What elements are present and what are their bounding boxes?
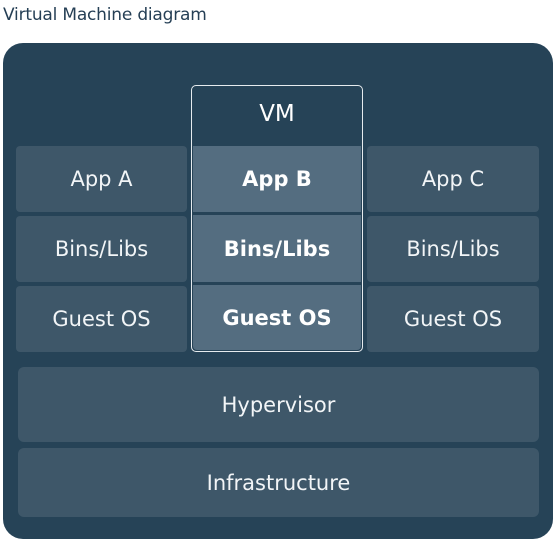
bins-libs-a-block: Bins/Libs (16, 216, 187, 282)
diagram-frame: VM App A Bins/Libs Guest OS App B Bins/L… (3, 43, 553, 539)
app-a-block: App A (16, 146, 187, 212)
diagram-title: Virtual Machine diagram (3, 5, 207, 25)
bins-libs-b-block: Bins/Libs (193, 215, 361, 282)
hypervisor-block: Hypervisor (18, 367, 539, 442)
guest-os-c-block: Guest OS (367, 286, 539, 352)
bins-libs-c-block: Bins/Libs (367, 216, 539, 282)
guest-os-b-block: Guest OS (193, 285, 361, 350)
vm-label: VM (259, 101, 295, 127)
app-c-block: App C (367, 146, 539, 212)
guest-os-a-block: Guest OS (16, 286, 187, 352)
vm-outline (191, 85, 363, 352)
app-b-block: App B (193, 146, 361, 212)
infrastructure-block: Infrastructure (18, 448, 539, 517)
